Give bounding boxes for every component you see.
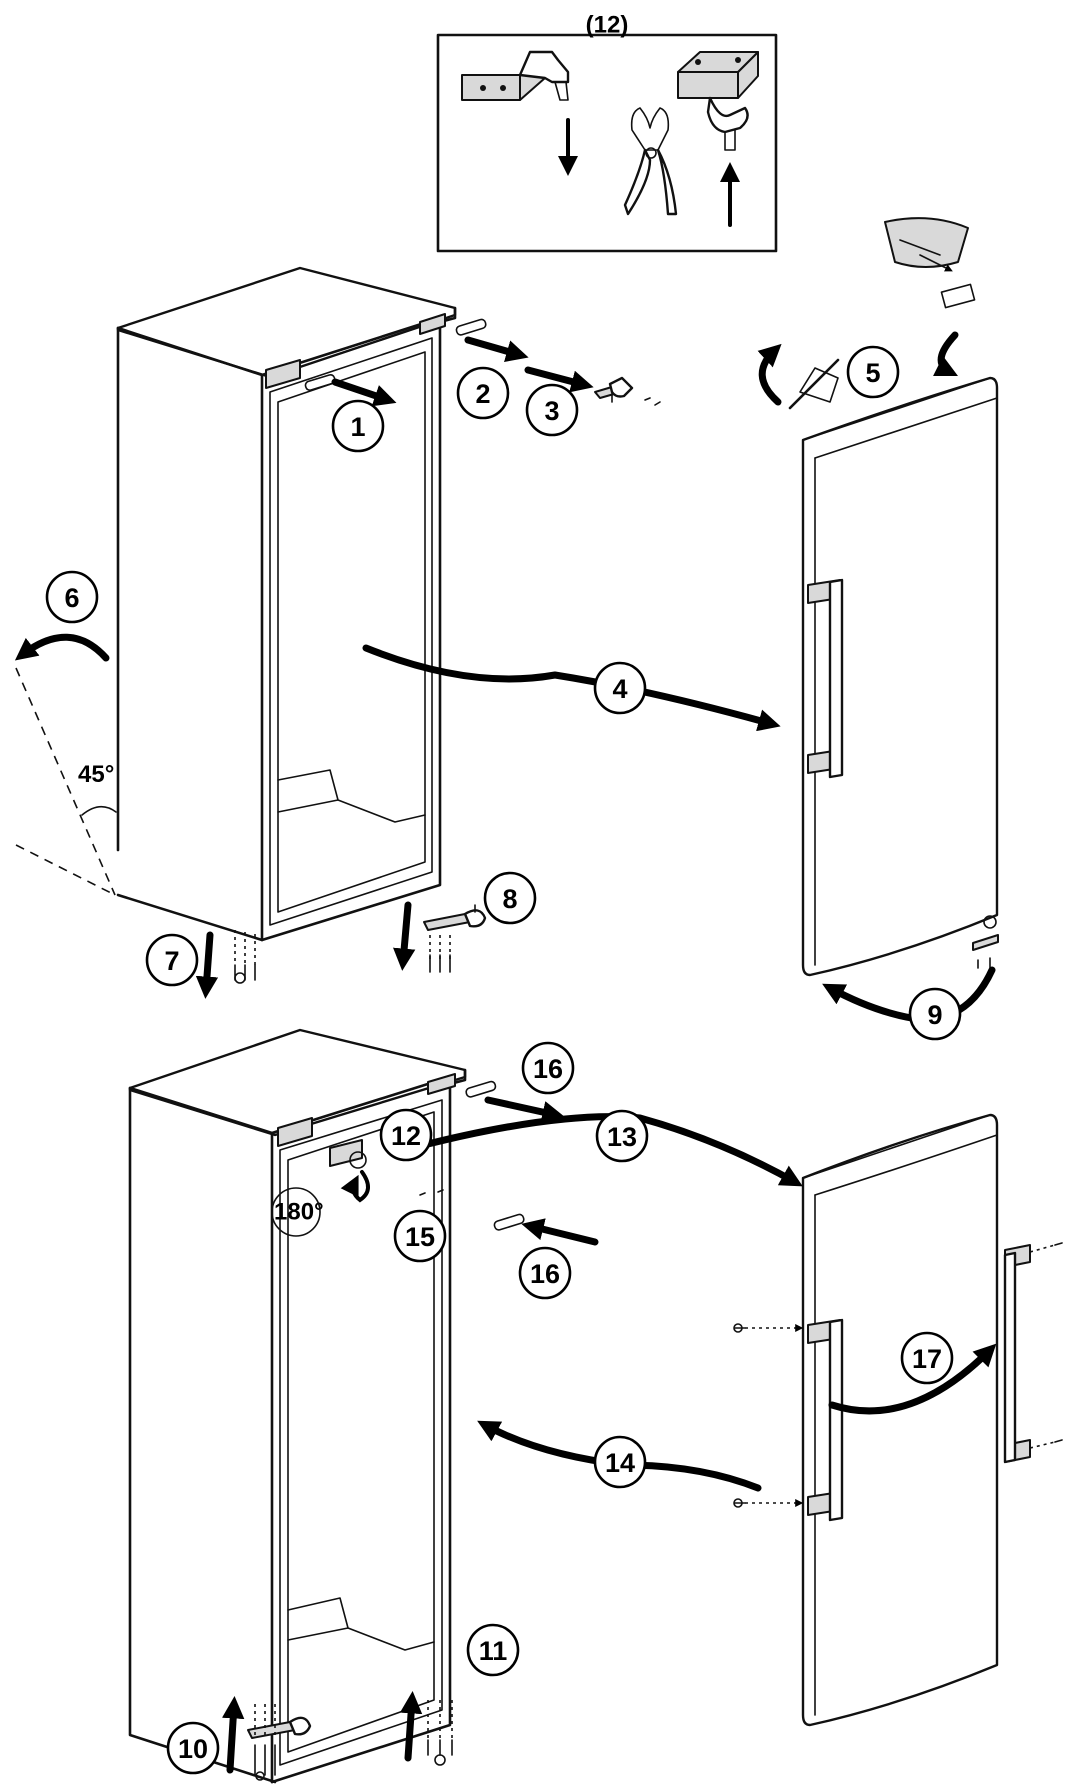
step-5-marker: 5 [846, 345, 900, 399]
step-17-number: 17 [912, 1344, 942, 1374]
hinge-step-8 [423, 904, 487, 973]
inset-hinge-left [461, 50, 570, 101]
door-bottom [801, 1113, 999, 1727]
step-12-number: 12 [391, 1121, 421, 1151]
screw [654, 401, 661, 406]
step-11-marker: 11 [466, 1623, 520, 1677]
screws-step-7 [234, 930, 256, 984]
tilt-angle-label: 45° [78, 761, 114, 788]
door-top [801, 376, 999, 977]
step-11-number: 11 [479, 1636, 508, 1666]
step-10-number: 10 [178, 1734, 208, 1764]
step-7-marker: 7 [145, 933, 199, 987]
rotate-angle-label: 180° [274, 1199, 324, 1226]
arrow-1 [331, 378, 397, 407]
step-12-marker: 12 [379, 1108, 433, 1162]
step-17-marker: 17 [900, 1331, 954, 1385]
screw [644, 397, 651, 401]
cover-plug-top [455, 318, 487, 336]
accessory-bag-icon [884, 217, 969, 272]
arrow-7 [195, 931, 219, 999]
arrow-16b [521, 1218, 599, 1246]
top-hinge-part [594, 376, 634, 403]
step-2-number: 2 [475, 379, 490, 409]
step-16b-number: 16 [530, 1259, 560, 1289]
step-16a-number: 16 [533, 1054, 563, 1084]
arrow-label-move [932, 331, 959, 377]
arrow-16a [484, 1096, 565, 1124]
step-7-number: 7 [164, 946, 179, 976]
step-4-marker: 4 [593, 661, 647, 715]
step-3-marker: 3 [525, 383, 579, 437]
step-14-marker: 14 [593, 1435, 647, 1489]
step-15-marker: 15 [393, 1209, 447, 1263]
label-sticker [940, 283, 976, 309]
detached-handle [1003, 1242, 1063, 1464]
pliers-icon [623, 107, 678, 216]
inset-title: (12) [586, 12, 629, 39]
cover-plug-16a [465, 1080, 497, 1098]
step-8-number: 8 [502, 884, 517, 914]
arrow-17 [828, 1343, 997, 1415]
arrow-5-rotate [757, 343, 782, 406]
step-2-marker: 2 [456, 366, 510, 420]
step-6-marker: 6 [45, 570, 99, 624]
step-16a-marker: 16 [521, 1041, 575, 1095]
arrow-8 [393, 901, 416, 971]
step-16b-marker: 16 [518, 1246, 572, 1300]
hinge-step-10 [247, 1700, 312, 1781]
cover-plug-16b [493, 1213, 525, 1231]
step-10-marker: 10 [166, 1721, 220, 1775]
step-1-number: 1 [350, 412, 365, 442]
arrow-11 [399, 1691, 423, 1762]
step-9-number: 9 [927, 1000, 942, 1030]
arrow-3 [524, 366, 594, 393]
step-8-marker: 8 [483, 871, 537, 925]
step-5-number: 5 [865, 358, 880, 388]
step-3-number: 3 [544, 396, 559, 426]
arrow-2 [464, 336, 529, 363]
arrow-10 [221, 1696, 245, 1774]
step-14-number: 14 [605, 1448, 635, 1478]
arrow-4 [362, 644, 781, 732]
inset-hinge-right [677, 51, 759, 151]
fridge-top [116, 266, 457, 942]
step-1-marker: 1 [331, 399, 385, 453]
step-13-marker: 13 [595, 1109, 649, 1163]
step-6-number: 6 [64, 583, 79, 613]
screws-step-11 [427, 1700, 453, 1766]
rotate-angle-ring [271, 1187, 321, 1237]
step-13-number: 13 [607, 1122, 637, 1152]
step-15-number: 15 [405, 1222, 435, 1252]
arrow-6-tilt [14, 633, 110, 662]
inset-panel: (12) [436, 12, 778, 253]
step-9-marker: 9 [908, 987, 962, 1041]
step-4-number: 4 [612, 674, 627, 704]
